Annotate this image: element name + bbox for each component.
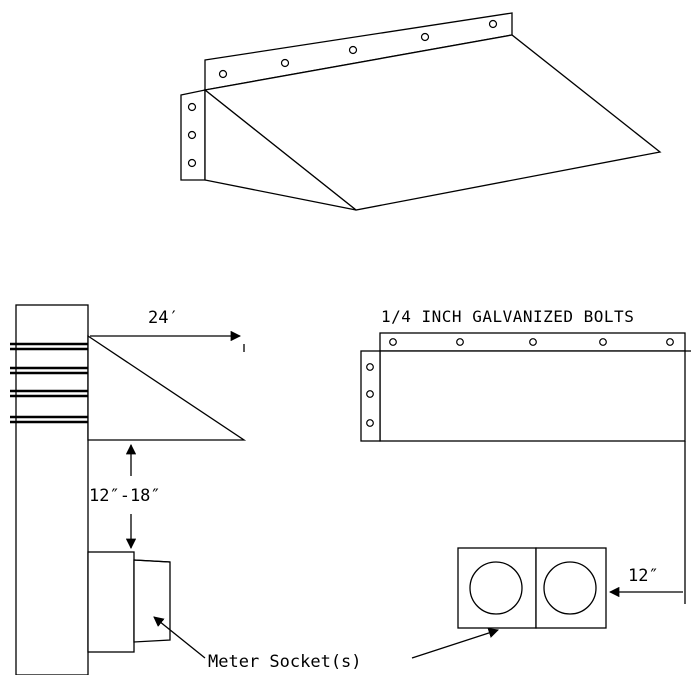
front-top-holes bbox=[389, 338, 674, 346]
back-flange-holes bbox=[218, 19, 498, 79]
front-top-flange bbox=[379, 332, 686, 352]
mounting-pole bbox=[15, 304, 89, 676]
side-dimension-label: 12″ bbox=[628, 566, 659, 586]
clearance-dimension-label: 12″-18″ bbox=[89, 486, 161, 506]
meter-socket-box-side bbox=[87, 551, 135, 653]
width-dimension-label: 24′ bbox=[148, 308, 179, 328]
leader-left bbox=[153, 616, 206, 659]
meter-socket-leaders bbox=[153, 616, 499, 659]
meter-socket-front-1 bbox=[457, 547, 537, 629]
bolts-label: 1/4 INCH GALVANIZED BOLTS bbox=[381, 307, 634, 326]
meter-face-2 bbox=[543, 561, 597, 615]
meter-face-1 bbox=[469, 561, 523, 615]
front-hood-body bbox=[379, 350, 686, 442]
hood-side-profile bbox=[87, 334, 247, 441]
meter-socket-front-2 bbox=[535, 547, 607, 629]
hood-side-panel bbox=[204, 88, 357, 211]
meter-socket-label: Meter Socket(s) bbox=[208, 652, 362, 672]
pole-straps bbox=[10, 342, 92, 424]
meter-body-side bbox=[133, 559, 171, 643]
side-flange-holes bbox=[187, 102, 197, 168]
front-left-flange bbox=[360, 350, 381, 442]
front-left-holes bbox=[366, 363, 374, 427]
front-elevation-view bbox=[360, 332, 691, 629]
leader-right bbox=[411, 627, 499, 659]
isometric-hood-view bbox=[180, 12, 662, 211]
